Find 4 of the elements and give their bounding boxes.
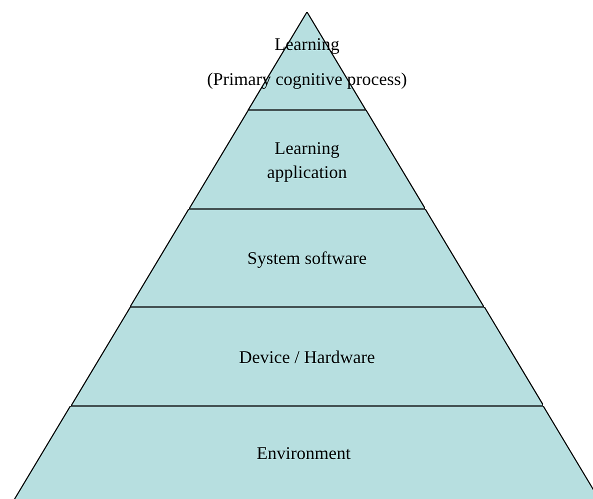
layer-label: System software (247, 247, 367, 270)
layer-label: Environment (256, 442, 351, 465)
layer-label: Learning application (266, 136, 348, 184)
layer-label: Device / Hardware (239, 346, 375, 368)
